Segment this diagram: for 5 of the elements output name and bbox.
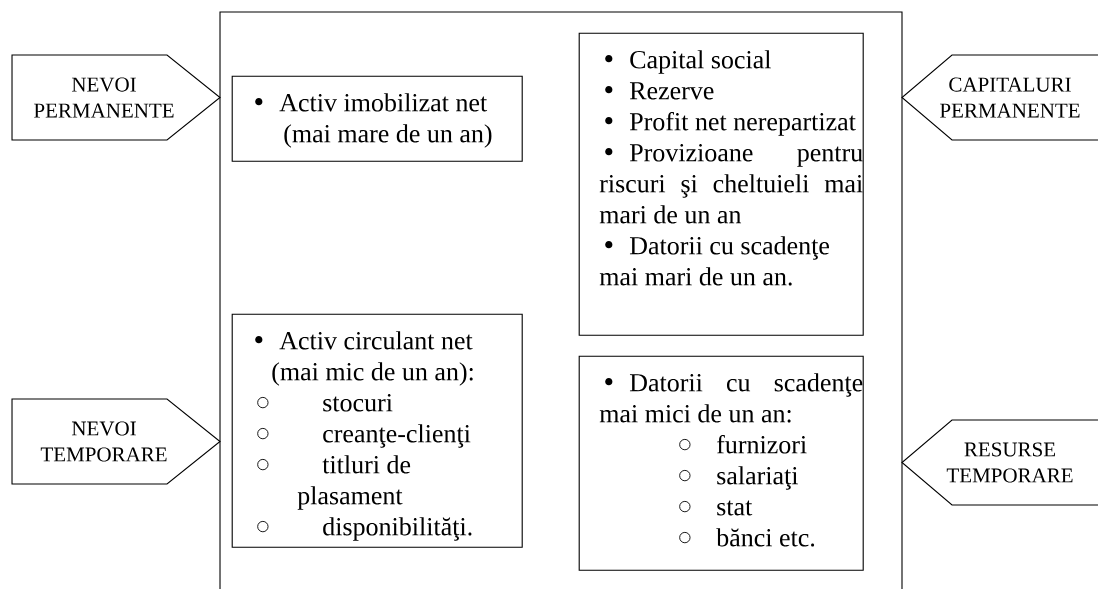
frame bbox=[219, 11, 903, 589]
text-box: Capital social Rezerve Profit net nerepartizat Provizioane pentru riscuri şi cheltuieli mai mari de un an Datorii cu scadenţe mai mari de un an. bbox=[578, 32, 864, 336]
text-box: Activ circulant net (mai mic de un an): stocuri creanţe-clienţi titluri de plasament disponibilităţi. bbox=[231, 313, 523, 548]
text-box: Activ imobilizat net (mai mare de un an) bbox=[231, 75, 523, 162]
text-box: Datorii cu scadenţe mai mici de un an: furnizori salariaţi stat bănci etc. bbox=[578, 355, 864, 571]
